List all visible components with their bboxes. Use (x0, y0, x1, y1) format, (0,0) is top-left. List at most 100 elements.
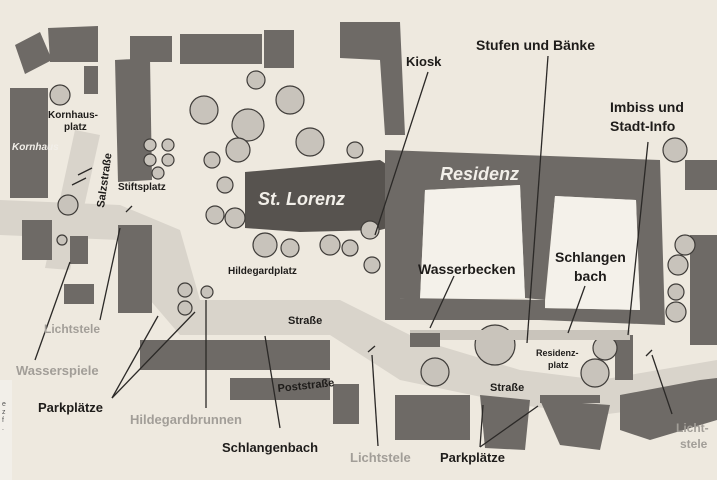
label-kornhaus: Kornhaus (12, 142, 59, 153)
building (620, 378, 717, 440)
building (70, 236, 88, 264)
tree (246, 70, 266, 90)
left-margin (0, 380, 12, 480)
label-hildegardbrunnen: Hildegardbrunnen (130, 412, 242, 427)
building (64, 284, 94, 304)
leader-line (567, 285, 586, 334)
leader-line (651, 354, 673, 415)
lichtstele-marker (125, 205, 133, 213)
label-hildegardplatz: Hildegardplatz (228, 266, 297, 277)
buildings (10, 22, 717, 450)
leader-line (374, 71, 429, 236)
tree (56, 234, 68, 246)
tree (224, 207, 246, 229)
label-schlangenbach-2: bach (574, 268, 607, 284)
label-stiftsplatz: Stiftsplatz (118, 182, 166, 193)
label-parkplaetze-bottom: Parkplätze (440, 450, 505, 465)
tree (346, 141, 364, 159)
building (130, 36, 172, 62)
tree (189, 95, 219, 125)
edge-text: f (2, 417, 4, 424)
leader-line (479, 405, 539, 448)
building (22, 220, 52, 260)
label-lichtstele-right-1: Licht- (676, 421, 709, 435)
lichtstele-marker (367, 345, 376, 353)
tree (161, 138, 175, 152)
label-st-lorenz: St. Lorenz (258, 189, 345, 209)
st-lorenz-church (245, 160, 400, 232)
building (264, 30, 294, 68)
leader-lines (34, 55, 673, 448)
tree (203, 151, 221, 169)
label-schlangenbach-bottom: Schlangenbach (222, 440, 318, 455)
building (180, 34, 262, 64)
building (333, 384, 359, 424)
edge-text: . (2, 425, 4, 432)
leader-line (111, 315, 159, 399)
tree (177, 282, 193, 298)
tree (662, 137, 688, 163)
building (540, 400, 610, 450)
tree (161, 153, 175, 167)
tree (225, 137, 251, 163)
tree (363, 256, 381, 274)
tree (665, 301, 687, 323)
label-kornhausplatz-2: platz (64, 122, 87, 133)
building (140, 340, 330, 370)
building (615, 335, 633, 380)
tree (231, 108, 265, 142)
label-schlangenbach-1: Schlangen (555, 249, 626, 265)
label-parkplaetze-left: Parkplätze (38, 400, 103, 415)
leader-line (99, 227, 121, 321)
lichtstele-marker (71, 177, 87, 186)
tree (420, 357, 450, 387)
leader-line (264, 335, 281, 429)
tree (177, 300, 193, 316)
residenz-building (385, 150, 665, 325)
wall-segment (540, 395, 600, 403)
building (395, 395, 470, 440)
leader-line (479, 404, 484, 448)
label-residenzplatz-2: platz (548, 360, 569, 370)
label-stadt-info: Stadt-Info (610, 118, 675, 134)
tree (295, 127, 325, 157)
lichtstele-markers (71, 167, 653, 357)
label-kiosk: Kiosk (406, 54, 442, 69)
tree (252, 232, 278, 258)
tree (151, 166, 165, 180)
label-lichtstele-right-2: stele (680, 437, 708, 451)
label-wasserbecken: Wasserbecken (418, 261, 516, 277)
leader-line (34, 261, 71, 361)
wall-segment (410, 333, 440, 347)
building (15, 32, 52, 74)
label-strasse-bottom: Straße (490, 382, 524, 394)
tree (341, 239, 359, 257)
building (48, 26, 98, 62)
tree (319, 234, 341, 256)
label-kornhausplatz: Kornhaus- (48, 110, 98, 121)
building (685, 160, 717, 190)
tree (667, 283, 685, 301)
tree (275, 85, 305, 115)
label-lichtstele-left: Lichtstele (44, 322, 100, 336)
label-imbiss: Imbiss und (610, 99, 684, 115)
edge-text: e (2, 401, 6, 408)
building (10, 88, 48, 198)
building (690, 235, 717, 345)
lichtstele-marker (77, 167, 93, 176)
leader-line (627, 141, 649, 336)
building (118, 225, 152, 313)
lichtstele-marker (645, 349, 653, 357)
leader-line (526, 55, 549, 344)
wall-segment (395, 395, 465, 403)
edge-text: z (2, 409, 6, 416)
label-lichtstele-bottom: Lichtstele (350, 450, 411, 465)
road-west (0, 200, 717, 415)
label-strasse-top: Straße (288, 315, 322, 327)
label-poststrasse: Poststraße (277, 377, 335, 395)
residenz-courtyard-right (545, 196, 640, 310)
building (115, 58, 152, 182)
tree (280, 238, 300, 258)
label-stufen-und-baenke: Stufen und Bänke (476, 37, 595, 53)
